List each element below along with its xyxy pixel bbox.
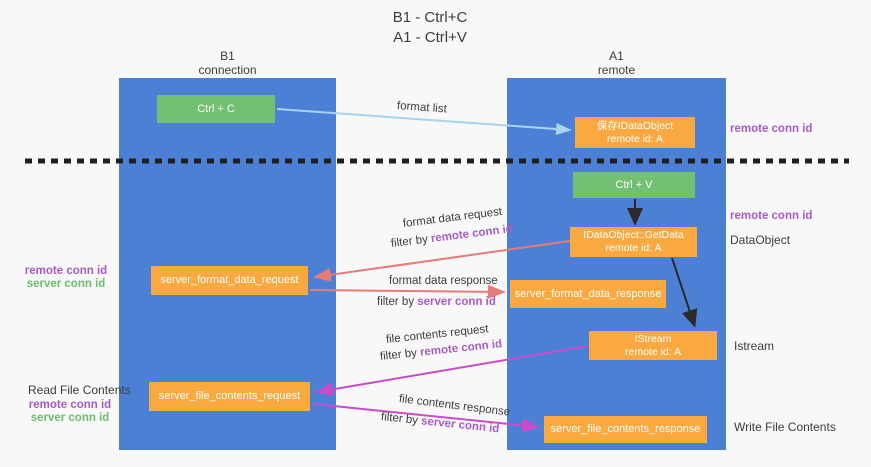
filter-server-conn-id: server conn id bbox=[417, 296, 496, 308]
getdata-line1: IDataObject::GetData bbox=[583, 229, 684, 241]
server-file-contents-response-box: server_file_contents_response bbox=[544, 416, 707, 443]
filter-remote-conn-id: remote conn id bbox=[419, 338, 503, 359]
getdata-line2: remote id: A bbox=[605, 242, 662, 254]
format-data-response-arrow bbox=[309, 284, 506, 299]
server-file-contents-request-box: server_file_contents_request bbox=[149, 382, 310, 411]
server-file-contents-response-label: server_file_contents_response bbox=[550, 423, 701, 435]
save-idataobject-line2: remote id: A bbox=[606, 132, 664, 145]
diagram-title: B1 - Ctrl+C A1 - Ctrl+V bbox=[0, 8, 860, 48]
idataobject-getdata-box: IDataObject::GetData remote id: A bbox=[570, 227, 697, 257]
server-format-data-response-label: server_format_data_response bbox=[514, 287, 662, 300]
left-conn-id-pair-top: remote conn id server conn id bbox=[18, 265, 114, 291]
istream-side-label: Istream bbox=[734, 339, 775, 353]
ctrl-c-label: Ctrl + C bbox=[197, 102, 235, 115]
filter-prefix: filter by bbox=[379, 346, 421, 363]
remote-conn-id-label-mid-right: remote conn id bbox=[730, 210, 813, 222]
right-column-header: A1 remote bbox=[507, 49, 726, 77]
format-list-label: format list bbox=[396, 100, 448, 116]
title-line-2: A1 - Ctrl+V bbox=[393, 29, 467, 46]
filter-remote-conn-id: remote conn id bbox=[430, 223, 514, 246]
server-file-contents-request-label: server_file_contents_request bbox=[158, 390, 301, 402]
left-conn-id-pair-bottom: remote conn id server conn id bbox=[22, 399, 118, 425]
save-idataobject-box: 保存IDataObject remote id: A bbox=[575, 117, 695, 148]
server-format-data-response-box: server_format_data_response bbox=[510, 280, 666, 308]
write-file-contents-label: Write File Contents bbox=[734, 420, 836, 434]
filter-prefix: filter by bbox=[380, 411, 422, 428]
left-server-conn-id-top: server conn id bbox=[26, 278, 106, 290]
ctrl-c-box: Ctrl + C bbox=[157, 95, 275, 123]
right-column-name: A1 bbox=[609, 49, 624, 63]
left-column-role: connection bbox=[198, 63, 257, 77]
left-remote-conn-id-top: remote conn id bbox=[24, 265, 108, 277]
left-remote-conn-id-bottom: remote conn id bbox=[28, 399, 112, 411]
istream-box: IStream remote id: A bbox=[589, 331, 717, 360]
right-column-role: remote bbox=[597, 63, 636, 77]
title-line-1: B1 - Ctrl+C bbox=[392, 9, 468, 26]
ctrl-v-label: Ctrl + V bbox=[615, 178, 653, 191]
server-format-data-request-box: server_format_data_request bbox=[151, 266, 308, 295]
istream-line1: IStream bbox=[634, 332, 672, 345]
remote-conn-id-label-top-right: remote conn id bbox=[730, 123, 813, 135]
istream-line2: remote id: A bbox=[624, 345, 682, 358]
left-column-name: B1 bbox=[220, 49, 235, 63]
left-server-conn-id-bottom: server conn id bbox=[30, 412, 110, 424]
filter-by-server-conn-id-label-1: filter by server conn id bbox=[377, 296, 496, 308]
ctrl-v-box: Ctrl + V bbox=[573, 172, 695, 198]
left-column-header: B1 connection bbox=[119, 49, 336, 77]
format-data-response-label: format data response bbox=[389, 275, 498, 287]
filter-prefix: filter by bbox=[390, 233, 432, 250]
filter-server-conn-id: server conn id bbox=[420, 415, 500, 436]
filter-prefix: filter by bbox=[377, 296, 418, 308]
read-file-contents-label: Read File Contents bbox=[28, 383, 131, 397]
server-format-data-request-label: server_format_data_request bbox=[160, 274, 299, 286]
save-idataobject-line1: 保存IDataObject bbox=[596, 119, 674, 132]
dataobject-label: DataObject bbox=[730, 233, 791, 247]
